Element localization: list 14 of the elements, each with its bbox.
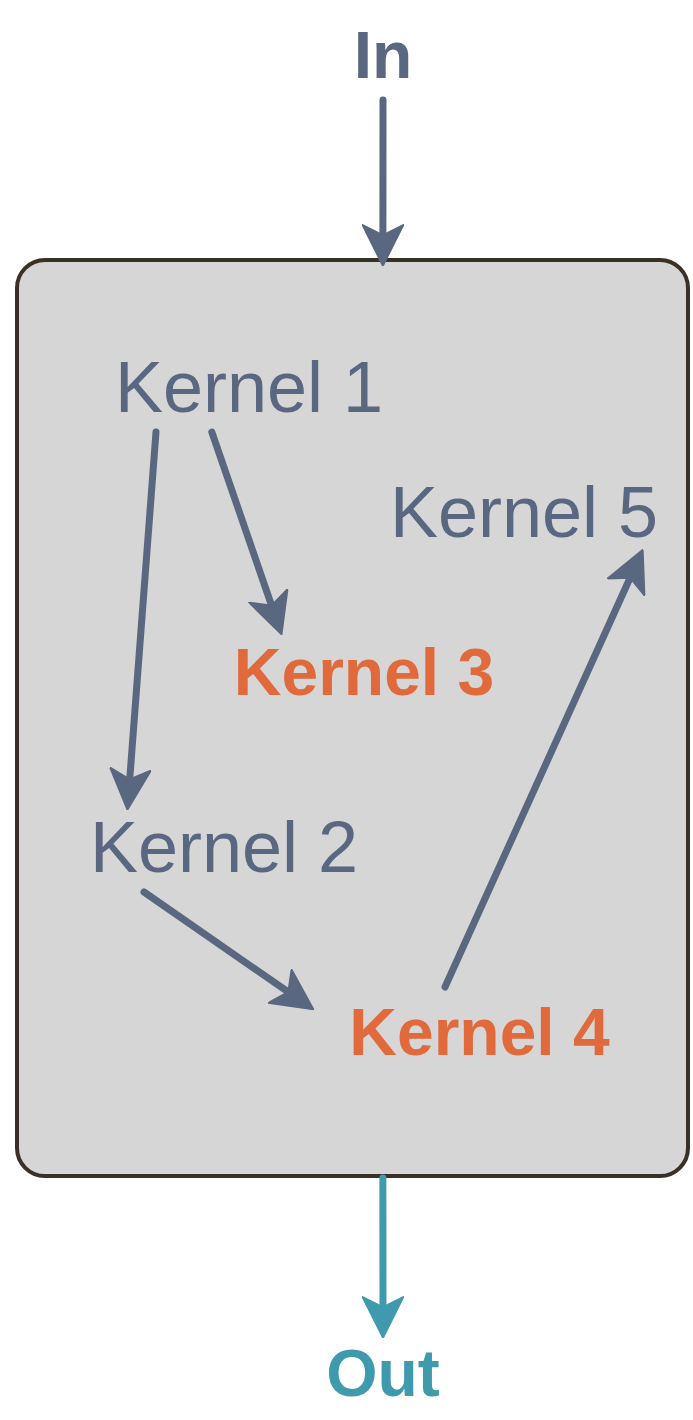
kernel-label: Kernel 2: [64, 802, 384, 892]
arrow: [363, 1174, 403, 1337]
arrow: [140, 888, 313, 1010]
arrow: [441, 550, 646, 991]
highlighted-kernel-label: Kernel 4: [307, 987, 652, 1077]
input-label: In: [318, 10, 448, 100]
arrow: [110, 428, 160, 809]
arrow: [208, 428, 288, 634]
kernel-label: Kernel 5: [359, 467, 689, 557]
arrow: [363, 96, 403, 265]
highlighted-kernel-label: Kernel 3: [194, 627, 534, 717]
output-label: Out: [300, 1330, 466, 1415]
kernel-label: Kernel 1: [94, 342, 404, 432]
container-box: [15, 258, 690, 1178]
